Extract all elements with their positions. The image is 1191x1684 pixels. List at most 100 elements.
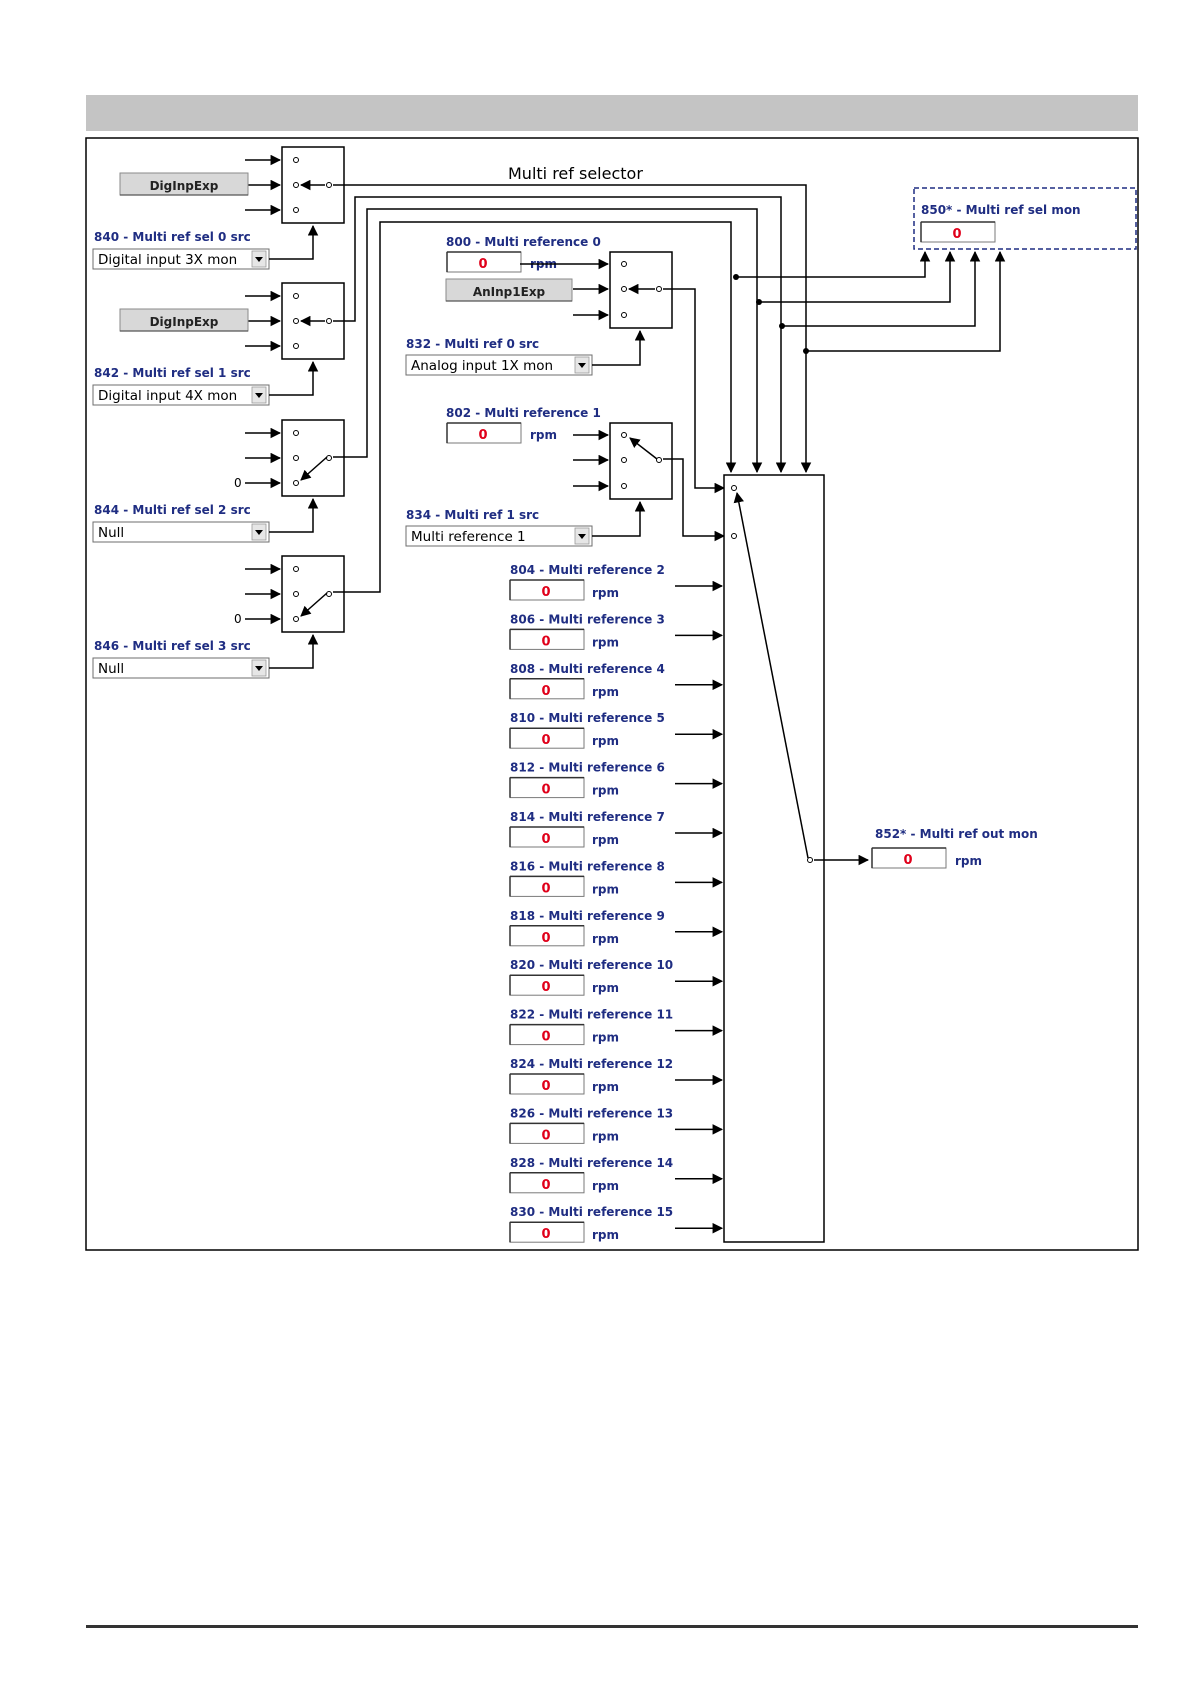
reference-3-value[interactable]: 0 <box>509 727 585 749</box>
reference-5-unit: rpm <box>592 833 619 847</box>
selector-1-control-line <box>269 360 319 396</box>
reference-7-value[interactable]: 0 <box>509 925 585 947</box>
selector-2-bus-line <box>333 208 763 474</box>
chevron-down-icon[interactable] <box>578 363 586 368</box>
reference-9-value[interactable]: 0 <box>509 1023 585 1046</box>
selector-1-src-dropdown[interactable]: Digital input 4X mon <box>92 384 270 406</box>
footer-rule <box>86 1625 1138 1628</box>
reference-2-value[interactable]: 0 <box>509 678 585 700</box>
reference-11-label: 826 - Multi reference 13 <box>510 1106 673 1120</box>
ref-source-0-input-button[interactable]: AnInp1Exp <box>445 278 573 302</box>
selector-1-bus-line <box>333 196 787 474</box>
ref-source-1-src-dropdown-value: Multi reference 1 <box>411 529 526 545</box>
selector-2-src-dropdown[interactable]: Null <box>92 521 270 543</box>
sel-monitor-tap-0 <box>736 250 931 278</box>
selector-0-input-node-0 <box>293 157 299 163</box>
selector-3-src-dropdown[interactable]: Null <box>92 657 270 679</box>
reference-6-value[interactable]: 0 <box>509 875 585 897</box>
reference-5-label: 814 - Multi reference 7 <box>510 810 665 824</box>
reference-9-label: 822 - Multi reference 11 <box>510 1008 673 1022</box>
reference-13-value-value: 0 <box>541 1227 550 1242</box>
reference-9-unit: rpm <box>592 1031 619 1045</box>
selector-3-switch-box <box>281 555 345 633</box>
chevron-down-icon[interactable] <box>578 534 586 539</box>
selector-0-src-dropdown-value: Digital input 3X mon <box>98 252 237 268</box>
selector-1-output-node <box>326 318 332 324</box>
ref-source-1-unit: rpm <box>530 428 557 442</box>
reference-12-value[interactable]: 0 <box>509 1172 585 1194</box>
reference-8-label: 820 - Multi reference 10 <box>510 958 673 972</box>
selector-0-src-dropdown[interactable]: Digital input 3X mon <box>92 248 270 270</box>
selector-3-input-node-1 <box>293 591 299 597</box>
reference-1-value-value: 0 <box>541 634 550 649</box>
selector-1-input-node-0 <box>293 293 299 299</box>
ref-source-1-output-node <box>656 457 662 463</box>
selector-3-input-node-0 <box>293 566 299 572</box>
reference-2-value-value: 0 <box>541 684 550 699</box>
reference-5-value[interactable]: 0 <box>509 826 585 848</box>
chevron-down-icon[interactable] <box>255 393 263 398</box>
ref-source-1-src-dropdown[interactable]: Multi reference 1 <box>405 525 593 547</box>
chevron-down-icon[interactable] <box>255 530 263 535</box>
selector-2-input-node-0 <box>293 430 299 436</box>
out-monitor-value-value: 0 <box>903 853 912 868</box>
ref-source-0-input-node-2 <box>621 312 627 318</box>
chevron-down-icon[interactable] <box>255 666 263 671</box>
reference-1-value[interactable]: 0 <box>509 628 585 650</box>
selector-0-input-node-2 <box>293 207 299 213</box>
reference-3-value-value: 0 <box>541 733 550 748</box>
selector-1-input-button[interactable]: DigInpExp <box>119 308 249 332</box>
ref-source-0-ref-value-value: 0 <box>478 257 487 272</box>
reference-8-value[interactable]: 0 <box>509 974 585 996</box>
reference-10-value[interactable]: 0 <box>509 1073 585 1095</box>
ref-source-0-ref-value[interactable]: 0 <box>446 251 522 273</box>
selector-3-bus-line <box>333 221 737 593</box>
mux-output-node <box>807 857 813 863</box>
reference-13-value[interactable]: 0 <box>509 1221 585 1243</box>
reference-7-unit: rpm <box>592 932 619 946</box>
reference-0-value[interactable]: 0 <box>509 579 585 601</box>
selector-0-output-node <box>326 182 332 188</box>
selector-1-src-dropdown-value: Digital input 4X mon <box>98 388 237 404</box>
chevron-down-icon[interactable] <box>255 257 263 262</box>
reference-12-value-value: 0 <box>541 1178 550 1193</box>
ref-source-1-switch-box <box>609 422 673 500</box>
reference-0-value-value: 0 <box>541 585 550 600</box>
reference-5-value-value: 0 <box>541 832 550 847</box>
ref-source-0-src-dropdown[interactable]: Analog input 1X mon <box>405 354 593 376</box>
selector-0-input-button[interactable]: DigInpExp <box>119 172 249 196</box>
selector-2-output-node <box>326 455 332 461</box>
selector-2-switch-box <box>281 419 345 497</box>
reference-11-value[interactable]: 0 <box>509 1122 585 1144</box>
reference-6-label: 816 - Multi reference 8 <box>510 859 665 873</box>
reference-12-unit: rpm <box>592 1179 619 1193</box>
selector-0-input-button-label: DigInpExp <box>150 179 219 193</box>
mux-node-ref1 <box>731 533 737 539</box>
selector-1-src-label: 842 - Multi ref sel 1 src <box>94 366 251 380</box>
reference-3-unit: rpm <box>592 734 619 748</box>
reference-4-value[interactable]: 0 <box>509 776 585 799</box>
header-bar <box>86 95 1138 131</box>
ref-source-0-output-line <box>663 288 726 494</box>
sel-monitor-tap-1 <box>759 250 956 303</box>
ref-source-0-input-button-label: AnInp1Exp <box>473 285 546 299</box>
ref-source-1-ref-value[interactable]: 0 <box>446 422 522 444</box>
selector-2-src-dropdown-value: Null <box>98 525 124 541</box>
selector-0-input-node-1 <box>293 182 299 188</box>
ref-source-0-ref-label: 800 - Multi reference 0 <box>446 235 601 249</box>
selector-3-wiper <box>300 592 328 617</box>
selector-0-control-line <box>269 224 319 260</box>
out-monitor-value[interactable]: 0 <box>871 847 947 869</box>
mux-wiper <box>733 491 809 859</box>
sel-monitor-value[interactable]: 0 <box>920 221 996 243</box>
